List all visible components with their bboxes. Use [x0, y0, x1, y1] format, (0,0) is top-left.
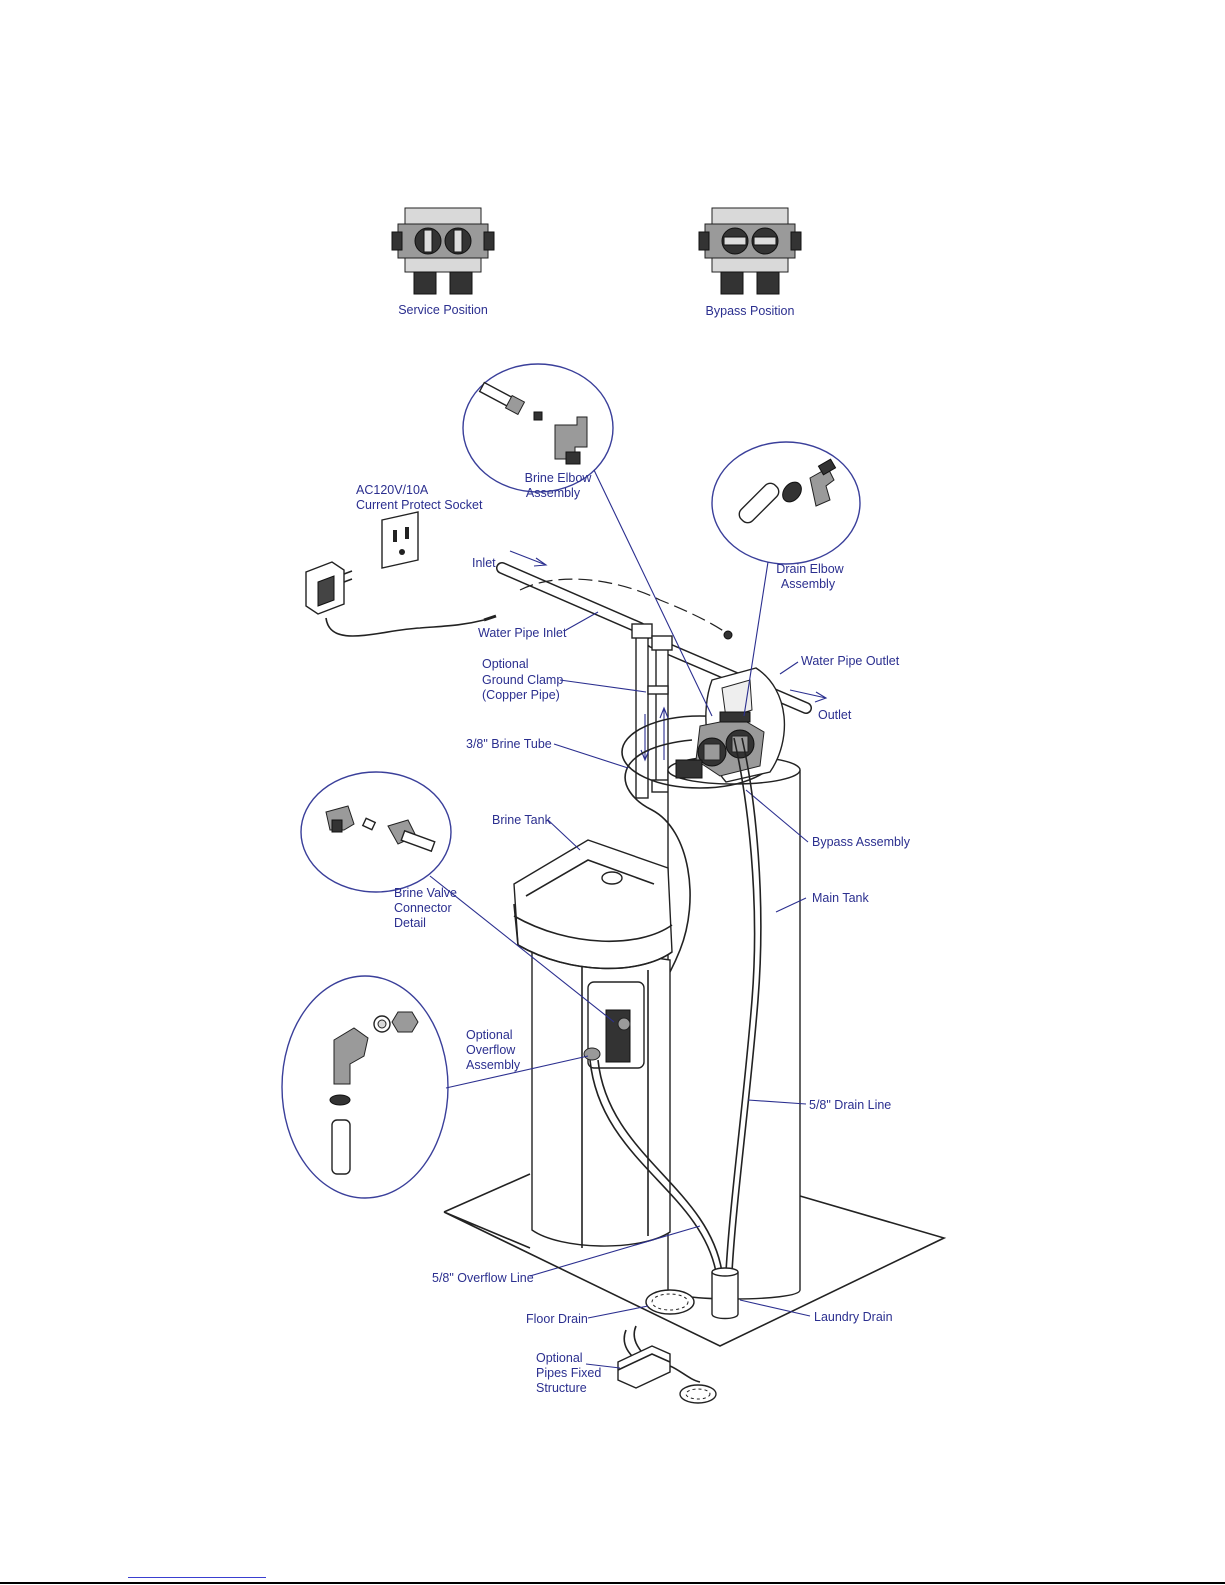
- service-position-label: Service Position: [398, 303, 488, 317]
- overflow-leader: [445, 1055, 589, 1089]
- drain-elbow-detail-circle: [711, 441, 861, 565]
- brine-valve-parts: [325, 805, 436, 853]
- wall-socket-drawing: [381, 511, 419, 569]
- brine-valve-label-line2: Connector: [394, 901, 452, 915]
- brine-tube-label: 3/8" Brine Tube: [466, 737, 552, 751]
- inlet-label: Inlet: [472, 556, 496, 570]
- floor-drain-grate: [645, 1289, 695, 1315]
- overflow-label-line1: Optional: [466, 1028, 513, 1042]
- footer-rule: [0, 1582, 1225, 1584]
- brine-elbow-parts: [478, 381, 588, 465]
- floor-drain-label: Floor Drain: [526, 1312, 588, 1326]
- control-valve-head: [675, 667, 786, 783]
- drain-line-label: 5/8" Drain Line: [809, 1098, 891, 1112]
- brine-elbow-leader: [593, 469, 713, 717]
- brine-valve-detail-circle: [300, 771, 452, 893]
- power-adapter-drawing: [305, 561, 497, 637]
- main-tank-label: Main Tank: [812, 891, 869, 905]
- socket-label-line1: AC120V/10A: [356, 483, 429, 497]
- ground-clamp-label-line2: Ground Clamp: [482, 673, 563, 687]
- drain-elbow-label-line1: Drain Elbow: [776, 562, 844, 576]
- bypass-position-label: Bypass Position: [706, 304, 795, 318]
- overflow-label-line2: Overflow: [466, 1043, 516, 1057]
- drain-elbow-parts: [738, 458, 837, 524]
- brine-tank-drawing: [513, 839, 673, 1248]
- brine-valve-leader: [429, 875, 615, 1023]
- drain-elbow-leader: [743, 561, 769, 717]
- drain-elbow-label-line2: Assembly: [781, 577, 836, 591]
- brine-elbow-label-line2: Assembly: [526, 486, 581, 500]
- laundry-drain-standpipe: [711, 1267, 739, 1320]
- brine-valve-label-line1: Brine Valve: [394, 886, 457, 900]
- outlet-label: Outlet: [818, 708, 852, 722]
- laundry-drain-label: Laundry Drain: [814, 1310, 893, 1324]
- pipes-fixed-structure-drawing: [617, 1325, 717, 1404]
- water-pipe-outlet-label: Water Pipe Outlet: [801, 654, 900, 668]
- service-position-valve-drawing: [391, 207, 495, 295]
- pipes-fixed-label-line2: Pipes Fixed: [536, 1366, 601, 1380]
- overflow-line-label: 5/8" Overflow Line: [432, 1271, 534, 1285]
- overflow-detail-circle: [281, 975, 449, 1199]
- brine-tank-label: Brine Tank: [492, 813, 552, 827]
- floor-plate: [443, 1173, 947, 1347]
- bypass-assembly-label: Bypass Assembly: [812, 835, 911, 849]
- pipes-fixed-label-line3: Structure: [536, 1381, 587, 1395]
- brine-elbow-detail-circle: [462, 363, 614, 493]
- footer-link-underline: [128, 1577, 266, 1578]
- brine-valve-label-line3: Detail: [394, 916, 426, 930]
- socket-label-line2: Current Protect Socket: [356, 498, 483, 512]
- ground-clamp-label-line1: Optional: [482, 657, 529, 671]
- brine-elbow-label-line1: Brine Elbow: [525, 471, 593, 485]
- overflow-parts: [329, 1011, 419, 1175]
- water-pipe-inlet-label: Water Pipe Inlet: [478, 626, 567, 640]
- overflow-label-line3: Assembly: [466, 1058, 521, 1072]
- pipes-fixed-label-line1: Optional: [536, 1351, 583, 1365]
- ground-clamp-label-line3: (Copper Pipe): [482, 688, 560, 702]
- bypass-position-valve-drawing: [698, 207, 802, 295]
